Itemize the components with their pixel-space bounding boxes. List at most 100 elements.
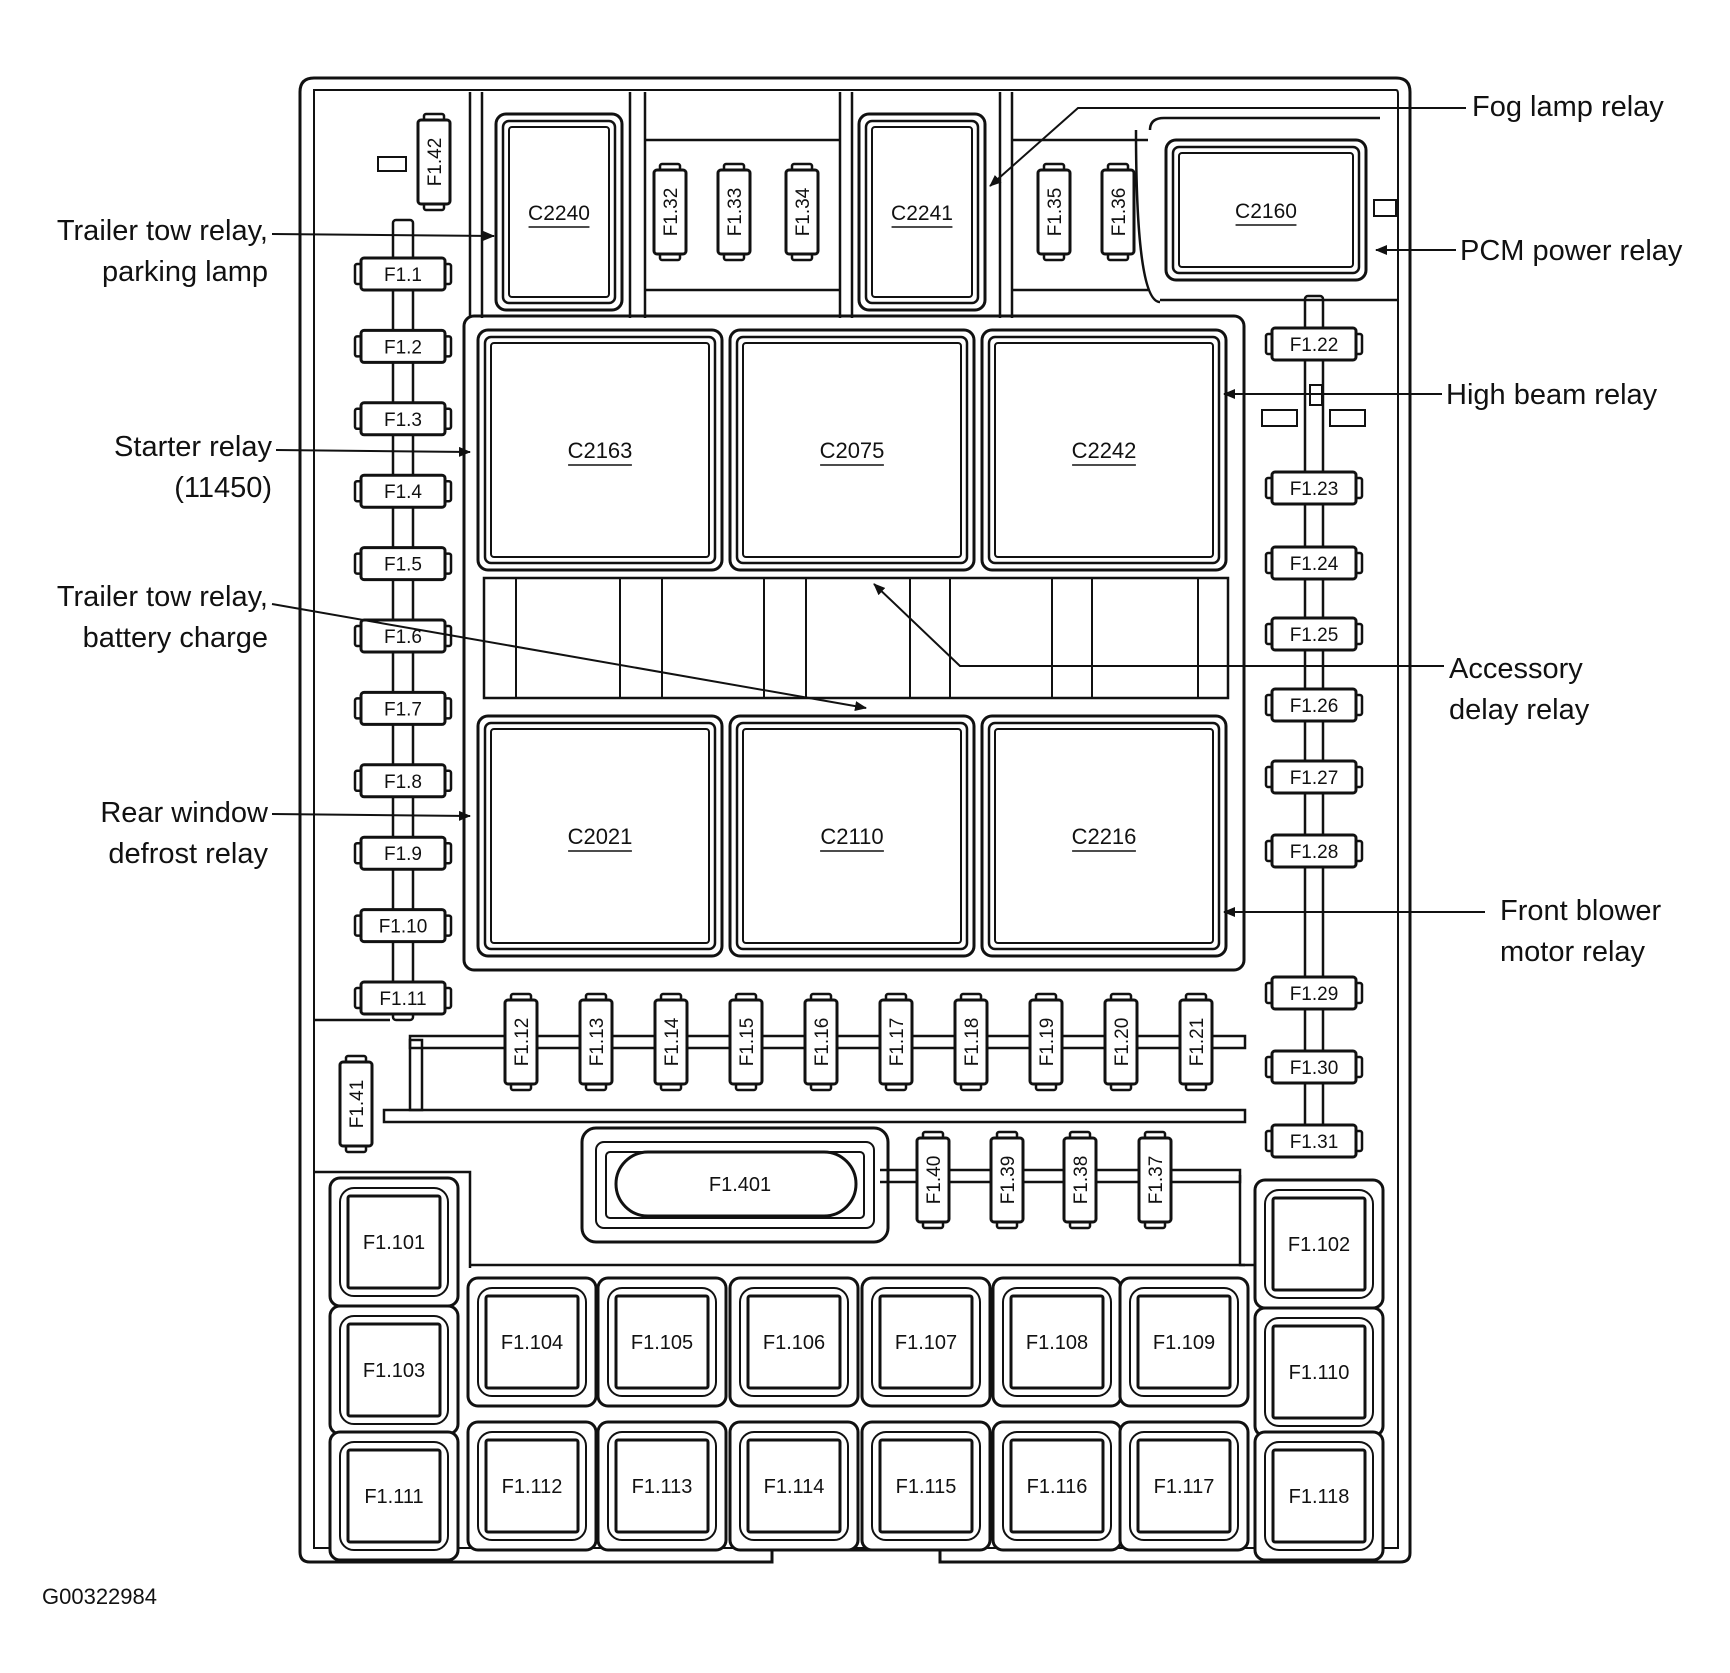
relay-c2241: C2241	[857, 112, 987, 312]
fuse-label: F1.42	[425, 138, 446, 187]
fuse-f1-26: F1.26	[1264, 687, 1364, 723]
fuse-label: F1.1	[384, 265, 422, 286]
fuse-label: F1.2	[384, 337, 422, 358]
fuse-label: F1.10	[379, 917, 428, 938]
fuse-label: F1.20	[1112, 1018, 1133, 1067]
fuse-f1-10: F1.10	[353, 908, 453, 944]
fuse-label: F1.33	[725, 188, 746, 237]
fuse-label: F1.17	[887, 1018, 908, 1067]
fuse-label: F1.40	[924, 1156, 945, 1205]
callout-text: (11450)	[174, 472, 272, 504]
cartridge-label: F1.106	[763, 1332, 825, 1354]
callout-fog-lamp: Fog lamp relay	[989, 91, 1664, 187]
callout-text: parking lamp	[102, 256, 268, 288]
relay-label: C2216	[1072, 824, 1137, 849]
leader-arrow	[271, 230, 495, 241]
relay-c2160: C2160	[1164, 138, 1368, 282]
fuse-label: F1.11	[379, 989, 426, 1010]
fuse-label: F1.37	[1146, 1156, 1167, 1205]
fuse-f1-18: F1.18	[953, 992, 989, 1092]
fuse-label: F1.34	[793, 187, 814, 236]
fuse-f1-16: F1.16	[803, 992, 839, 1092]
callout-pcm-power: PCM power relay	[1375, 235, 1683, 267]
fuse-label: F1.35	[1045, 188, 1066, 237]
figure-id: G00322984	[42, 1584, 157, 1609]
cartridge-fuse-f1-114: F1.114	[728, 1420, 860, 1552]
fuse-f1-27: F1.27	[1264, 759, 1364, 795]
fuse-label: F1.19	[1037, 1018, 1058, 1067]
cartridge-fuse-f1-116: F1.116	[991, 1420, 1123, 1552]
relay-label: C2163	[568, 438, 633, 463]
small-relays: C2240 C2241 C2160	[494, 112, 1368, 312]
cartridge-label: F1.104	[501, 1332, 563, 1354]
fuse-f1-39: F1.39	[989, 1130, 1025, 1230]
cartridge-fuse-f1-105: F1.105	[596, 1276, 728, 1408]
fuse-f1-9: F1.9	[353, 835, 453, 871]
callout-text: defrost relay	[108, 838, 268, 870]
fuse-label: F1.26	[1290, 696, 1339, 717]
callout-text: Starter relay	[114, 431, 272, 463]
cartridge-fuse-f1-115: F1.115	[860, 1420, 992, 1552]
fuse-label: F1.15	[737, 1018, 758, 1067]
cartridge-label: F1.102	[1288, 1234, 1350, 1256]
fuse-f1-24: F1.24	[1264, 545, 1364, 581]
fuse-label: F1.28	[1290, 842, 1339, 863]
relay-label: C2241	[891, 202, 953, 225]
fuse-label: F1.27	[1290, 768, 1339, 789]
cartridge-fuse-f1-109: F1.109	[1118, 1276, 1250, 1408]
leader-arrow	[271, 603, 867, 712]
callout-text: Trailer tow relay,	[57, 581, 268, 613]
fuse-f1-37: F1.37	[1137, 1130, 1173, 1230]
fuse-f1-17: F1.17	[878, 992, 914, 1092]
cartridge-label: F1.109	[1153, 1332, 1215, 1354]
cartridge-fuse-f1-108: F1.108	[991, 1276, 1123, 1408]
fuse-f1-1: F1.1	[353, 256, 453, 292]
fuse-f1-3: F1.3	[353, 401, 453, 437]
callout-text: battery charge	[83, 622, 268, 654]
relay-label: C2242	[1072, 438, 1137, 463]
fuse-f1-20: F1.20	[1103, 992, 1139, 1092]
fuse-label: F1.36	[1109, 188, 1130, 237]
fuse-f1-5: F1.5	[353, 546, 453, 582]
fuse-f1-12: F1.12	[503, 992, 539, 1092]
relay-c2242: C2242	[980, 328, 1228, 572]
callout-text: Trailer tow relay,	[57, 215, 268, 247]
fuse-f1-11: F1.11	[353, 980, 453, 1016]
leader-arrow	[271, 810, 471, 821]
relay-label: C2075	[820, 438, 885, 463]
right-fuse-column: F1.22F1.23F1.24F1.25F1.26F1.27F1.28F1.29…	[1264, 326, 1364, 1159]
cartridge-fuse-f1-110: F1.110	[1253, 1306, 1385, 1438]
cartridge-fuse-f1-107: F1.107	[860, 1276, 992, 1408]
fuse-label: F1.5	[384, 555, 422, 576]
cartridge-fuse-f1-111: F1.111	[328, 1430, 460, 1562]
cartridge-label: F1.101	[363, 1232, 425, 1254]
relay-c2240: C2240	[494, 112, 624, 312]
callout-text: PCM power relay	[1460, 235, 1683, 267]
cartridge-label: F1.110	[1289, 1362, 1350, 1384]
fuse-f1-23: F1.23	[1264, 470, 1364, 506]
relay-c2021: C2021	[476, 714, 724, 958]
fuse-label: F1.12	[512, 1018, 533, 1067]
callout-text: Fog lamp relay	[1472, 91, 1664, 123]
fuse-label: F1.4	[384, 482, 422, 503]
leader-arrow	[873, 583, 1444, 667]
cartridge-label: F1.116	[1027, 1476, 1088, 1498]
fuse-f1-41: F1.41	[338, 1054, 374, 1154]
relay-label: C2240	[528, 202, 590, 225]
callout-trailer-tow-battery: Trailer tow relay, battery charge	[57, 581, 867, 712]
cartridge-fuse-f1-113: F1.113	[596, 1420, 728, 1552]
fuse-f1-14: F1.14	[653, 992, 689, 1092]
relay-c2110: C2110	[728, 714, 976, 958]
leader-arrow	[275, 446, 471, 457]
cartridge-fuse-f1-117: F1.117	[1118, 1420, 1250, 1552]
fuse-box-housing	[298, 76, 1412, 1564]
fuse-label: F1.9	[384, 844, 422, 865]
relay-panel-frame	[462, 314, 1246, 972]
callout-text: motor relay	[1500, 936, 1646, 968]
fuse-f1-35: F1.35	[1036, 162, 1072, 262]
